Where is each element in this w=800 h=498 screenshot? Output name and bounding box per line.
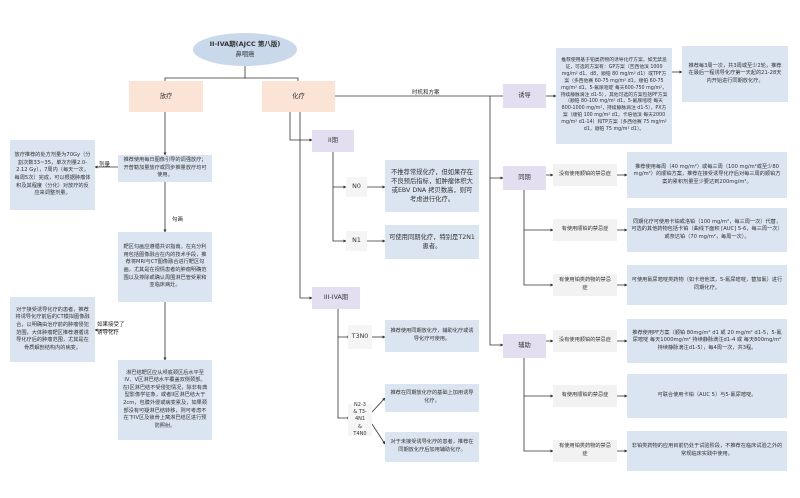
- post-chemo-label: 如果接受了 诱导化疗: [97, 322, 125, 336]
- induction-cycles: 推荐每3周一次，共3周或至少2轮，推荐在最后一程诱导化疗第一天起的21-28天内…: [682, 46, 788, 102]
- root-title: II-IVA期(AJCC 第八版): [209, 40, 281, 49]
- adjuvant-cond-2: 有使用顺铂的禁忌症: [553, 385, 617, 407]
- induction-node: 诱导: [503, 84, 546, 108]
- adjuvant-cond-3: 有使用铂类药物的禁忌症: [553, 440, 617, 462]
- delineation-label: 勾画: [172, 217, 184, 223]
- radiotherapy-node: 放疗: [129, 81, 203, 112]
- concurrent-cond-2: 有使用顺铂的禁忌症: [553, 219, 617, 241]
- stage34-n2: N2-3 & T3-4N1 & T4N0: [348, 402, 372, 437]
- rt-dose-note: 放疗推荐的处方剂量为70Gy（分割次数33~35，单次剂量2.0-2.12 Gy…: [10, 140, 95, 210]
- stage2-n0-text: 不推荐常规化疗，但如果存在不良预后指标，如肿瘤体积大或EBV DNA 拷贝数高，…: [385, 160, 479, 212]
- stage2-node: II期: [312, 130, 354, 152]
- adjuvant-cond-1: 没有使用顺铂的禁忌症: [553, 330, 617, 352]
- stage34-n2-text-2: 对于未接受诱导化疗的患者，推荐在同期放化疗后加用辅助化疗。: [385, 432, 479, 462]
- rt-daily-guidance: 推荐使用每日图像引导的调强放疗； 开普勒加量放疗或同步推量放疗均可使用。: [118, 155, 212, 182]
- root-node: II-IVA期(AJCC 第八版) 鼻咽癌: [193, 33, 297, 66]
- stage34-t3n0-text: 推荐使用同期放化疗，辅助化疗或诱导化疗可使用。: [385, 320, 479, 352]
- adjuvant-text-1: 推荐使用PF方案（顺铂 80mg/m² d1 或 20 mg/m² d1-5，5…: [627, 319, 787, 363]
- dose-label: 剂量: [99, 162, 111, 168]
- concurrent-cond-1: 没有使用顺铂的禁忌症: [553, 164, 617, 186]
- rt-node-levels: 淋巴结靶区应从颅底颈区后水平至IV、V区淋巴结水平覆盖双侧颈部。在I区淋巴结不受…: [118, 360, 212, 440]
- adjuvant-text-2: 可联合使用卡铂（AUC 5）与5-氟尿嘧啶。: [627, 374, 787, 418]
- stage34-t3n0: T3N0: [348, 325, 372, 349]
- rt-post-induction-note: 对于接受诱导化疗的患者，推荐将诱导化疗前后的CT模拟图像融合，以明确由治疗前的肿…: [10, 297, 95, 362]
- concurrent-cond-3: 有使用铂类药物的禁忌症: [553, 274, 617, 296]
- concurrent-text-3: 可使用氟尿嘧啶类药物（如卡培他滨，5-氟尿嘧啶，替加氟）进行同期化疗。: [627, 265, 787, 305]
- chemotherapy-node: 化疗: [262, 81, 335, 112]
- adjuvant-text-3: 非铂类药物的应用目前仍处于试验阶段，不推荐在临床试验之外的常规临床实践中使用。: [627, 431, 787, 471]
- stage2-n1-text: 可使用同期化疗，特别是T2N1患者。: [385, 225, 479, 259]
- concurrent-text-2: 同期化疗可使用卡铂或洛铂（100 mg/m²，每三周一次）代替，可选的其他药物包…: [627, 208, 787, 252]
- concurrent-text-1: 推荐使用每周（40 mg/m²）或每三周（100 mg/m²或至少80 mg/m…: [627, 152, 787, 198]
- stage2-n1: N1: [346, 231, 367, 251]
- timing-label: 时机和方案: [412, 90, 440, 96]
- stage2-n0: N0: [346, 177, 367, 197]
- rt-target-imaging: 靶区勾画应遵循共识指南。在充分利用包括图像融合在内的技术手段，推荐将MRI与CT…: [118, 232, 212, 302]
- concurrent-node: 同期: [503, 166, 546, 190]
- adjuvant-node: 辅助: [503, 334, 546, 358]
- root-subtitle: 鼻咽癌: [235, 50, 255, 58]
- stage34-node: III-IVA期: [312, 287, 360, 309]
- induction-regimens: 推荐使用基于铂类药物的诱导化疗方案，如无禁忌证，可选的方案有：GP方案（吉西他滨…: [556, 48, 672, 144]
- stage34-n2-text-1: 推荐在同期放化疗的基础上加用诱导化疗。: [385, 384, 479, 412]
